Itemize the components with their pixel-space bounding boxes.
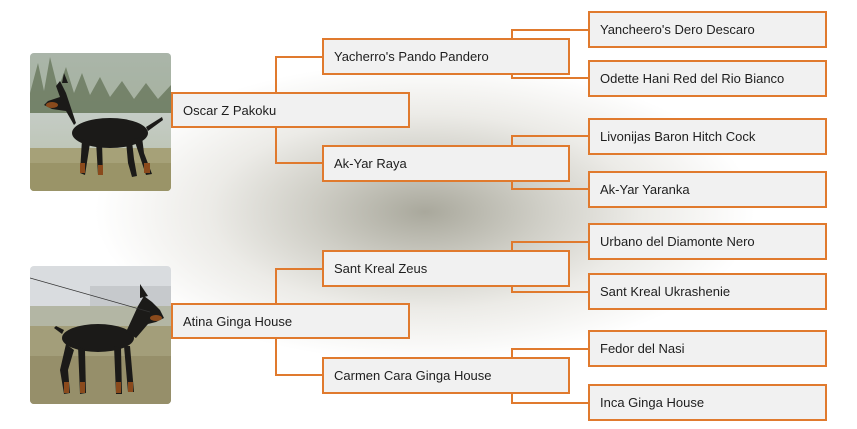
maternal-granddam-name: Carmen Cara Ginga House [334, 368, 492, 383]
great-grandparent-7-box[interactable]: Fedor del Nasi [588, 330, 827, 367]
sire-name: Oscar Z Pakoku [183, 102, 277, 118]
great-grandparent-6-name: Sant Kreal Ukrashenie [600, 284, 731, 299]
sire-photo [30, 53, 171, 191]
paternal-granddam-box[interactable]: Ak-Yar Raya [322, 145, 570, 182]
paternal-grandsire-name: Yacherro's Pando Pandero [334, 49, 489, 64]
great-grandparent-8-box[interactable]: Inca Ginga House [588, 384, 827, 421]
sire-name-box[interactable]: Oscar Z Pakoku [171, 92, 410, 128]
great-grandparent-2-box[interactable]: Odette Hani Red del Rio Bianco [588, 60, 827, 97]
great-grandparent-1-name: Yancheero's Dero Descaro [600, 22, 755, 37]
maternal-grandsire-box[interactable]: Sant Kreal Zeus [322, 250, 570, 287]
great-grandparent-3-name: Livonijas Baron Hitch Cock [600, 129, 756, 144]
dam-photo [30, 266, 171, 404]
great-grandparent-5-box[interactable]: Urbano del Diamonte Nero [588, 223, 827, 260]
great-grandparent-3-box[interactable]: Livonijas Baron Hitch Cock [588, 118, 827, 155]
maternal-granddam-box[interactable]: Carmen Cara Ginga House [322, 357, 570, 394]
great-grandparent-2-name: Odette Hani Red del Rio Bianco [600, 71, 785, 86]
great-grandparent-7-name: Fedor del Nasi [600, 341, 685, 356]
paternal-grandsire-box[interactable]: Yacherro's Pando Pandero [322, 38, 570, 75]
paternal-granddam-name: Ak-Yar Raya [334, 156, 407, 171]
maternal-grandsire-name: Sant Kreal Zeus [334, 261, 428, 276]
great-grandparent-8-name: Inca Ginga House [600, 395, 705, 410]
great-grandparent-4-box[interactable]: Ak-Yar Yaranka [588, 171, 827, 208]
great-grandparent-1-box[interactable]: Yancheero's Dero Descaro [588, 11, 827, 48]
great-grandparent-5-name: Urbano del Diamonte Nero [600, 234, 755, 249]
connector-dam-branch [275, 322, 322, 376]
dam-name: Atina Ginga House [183, 313, 293, 329]
dam-name-box[interactable]: Atina Ginga House [171, 303, 410, 339]
great-grandparent-6-box[interactable]: Sant Kreal Ukrashenie [588, 273, 827, 310]
great-grandparent-4-name: Ak-Yar Yaranka [600, 182, 690, 197]
